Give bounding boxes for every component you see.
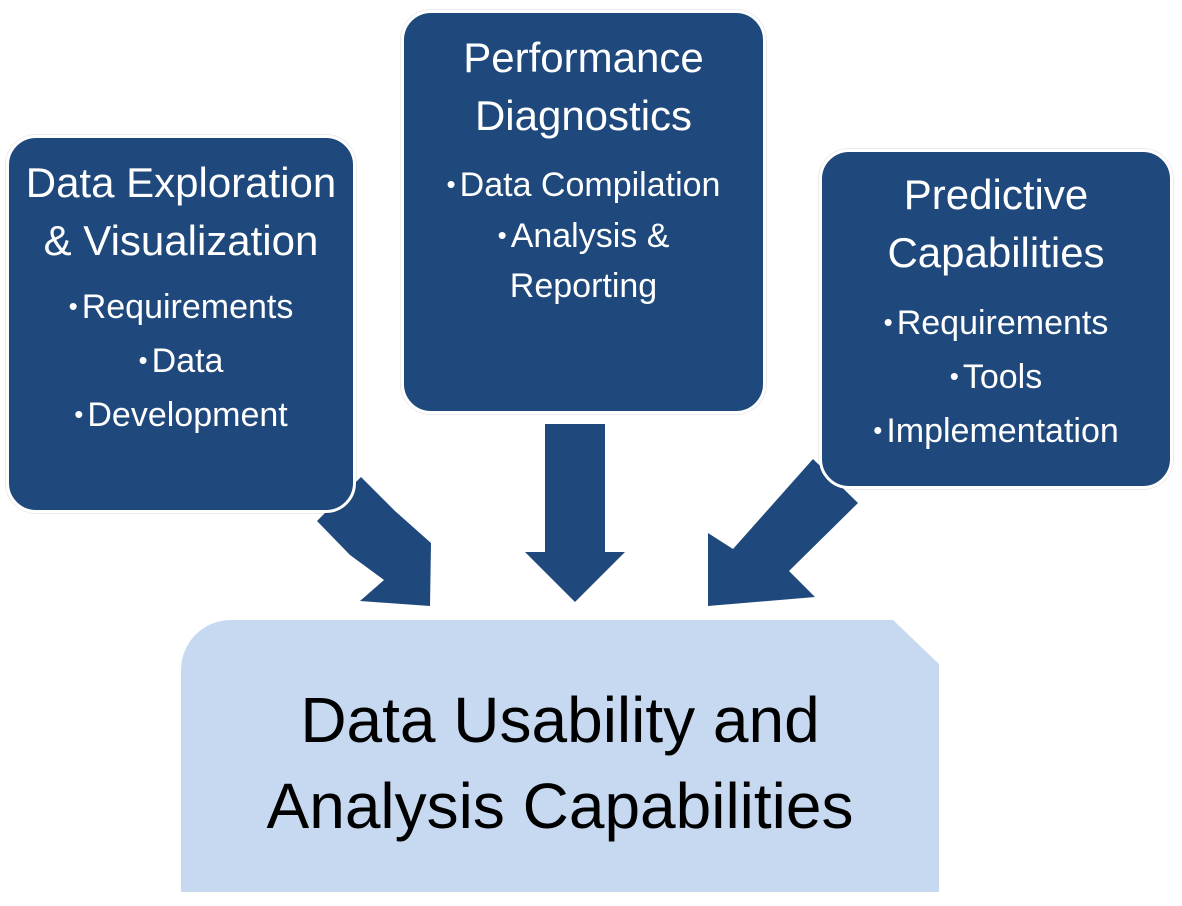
result-box-data-usability: Data Usability and Analysis Capabilities xyxy=(181,620,939,892)
bullet-icon: • xyxy=(68,291,78,321)
list-item: •Data Compilation xyxy=(404,159,763,210)
result-title: Data Usability and Analysis Capabilities xyxy=(266,684,854,842)
box-item-list: •Data Compilation •Analysis & Reporting xyxy=(404,159,763,311)
bullet-icon: • xyxy=(949,361,959,391)
bullet-icon: • xyxy=(74,399,84,429)
box-performance-diagnostics: Performance Diagnostics •Data Compilatio… xyxy=(401,10,766,414)
list-item: •Implementation xyxy=(822,404,1170,458)
list-item-label: Analysis & Reporting xyxy=(509,217,670,305)
list-item-label: Development xyxy=(87,396,288,434)
box-data-exploration: Data Exploration & Visualization •Requir… xyxy=(6,135,356,513)
list-item: •Requirements xyxy=(822,296,1170,350)
list-item-label: Implementation xyxy=(886,412,1119,450)
box-item-list: •Requirements •Data •Development xyxy=(9,280,353,442)
bullet-icon: • xyxy=(883,307,893,337)
list-item-label: Requirements xyxy=(81,288,294,326)
arrow-left xyxy=(317,477,431,606)
list-item-label: Data xyxy=(151,342,224,380)
list-item: •Tools xyxy=(822,350,1170,404)
box-title: Predictive Capabilities xyxy=(887,171,1105,276)
arrow-center xyxy=(525,424,625,602)
bullet-icon: • xyxy=(873,415,883,445)
list-item: •Analysis & Reporting xyxy=(479,210,689,311)
arrow-right xyxy=(708,459,858,606)
bullet-icon: • xyxy=(138,345,148,375)
list-item: •Data xyxy=(9,334,353,388)
box-predictive-capabilities: Predictive Capabilities •Requirements •T… xyxy=(819,149,1173,489)
box-item-list: •Requirements •Tools •Implementation xyxy=(822,296,1170,458)
box-title: Performance Diagnostics xyxy=(463,34,704,139)
bullet-icon: • xyxy=(446,169,456,199)
list-item: •Requirements xyxy=(9,280,353,334)
list-item-label: Requirements xyxy=(896,304,1109,342)
bullet-icon: • xyxy=(497,220,507,250)
list-item-label: Data Compilation xyxy=(459,166,721,204)
list-item: •Development xyxy=(9,388,353,442)
box-title: Data Exploration & Visualization xyxy=(25,159,337,264)
list-item-label: Tools xyxy=(962,358,1043,396)
